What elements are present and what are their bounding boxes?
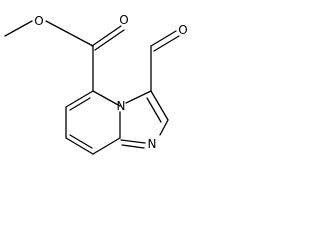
atom-ring-nitrogen-label: N: [148, 137, 157, 151]
bond-c7-c8: [65, 137, 94, 155]
bond-c8-c8a: [92, 137, 121, 155]
bond-n1-c8a-b: [121, 144, 145, 149]
bond-n1-c8a-a: [120, 139, 146, 144]
atom-bridgehead-nitrogen-label: N: [117, 99, 126, 113]
atom-aldehyde-oxygen-label: O: [178, 23, 187, 37]
atom-ester-oxygen-label: O: [34, 14, 43, 28]
bond-aldehyde-double-b: [153, 35, 180, 52]
bond-c5-n4: [92, 90, 121, 107]
bond-ester-carbonyl-double-b: [94, 29, 125, 51]
molecule-diagram: O O O N N: [4, 13, 188, 155]
bond-oxygen-carbonyl-carbon: [45, 20, 94, 47]
bond-c7-c8-inner: [69, 134, 93, 149]
bond-c5-c6: [65, 90, 94, 108]
atom-ester-carbonyl-oxygen-label: O: [119, 13, 128, 27]
bond-ester-carbonyl-double-a: [91, 25, 122, 47]
bond-c3-c2: [150, 90, 169, 121]
bond-methyl-oxygen: [4, 20, 33, 37]
bond-aldehyde-double-a: [150, 30, 177, 47]
bond-c3-c2-inner: [146, 97, 162, 123]
bond-n4-c3: [125, 90, 152, 104]
bond-c5-c6-inner: [69, 97, 91, 111]
bond-c2-n1: [159, 119, 169, 136]
